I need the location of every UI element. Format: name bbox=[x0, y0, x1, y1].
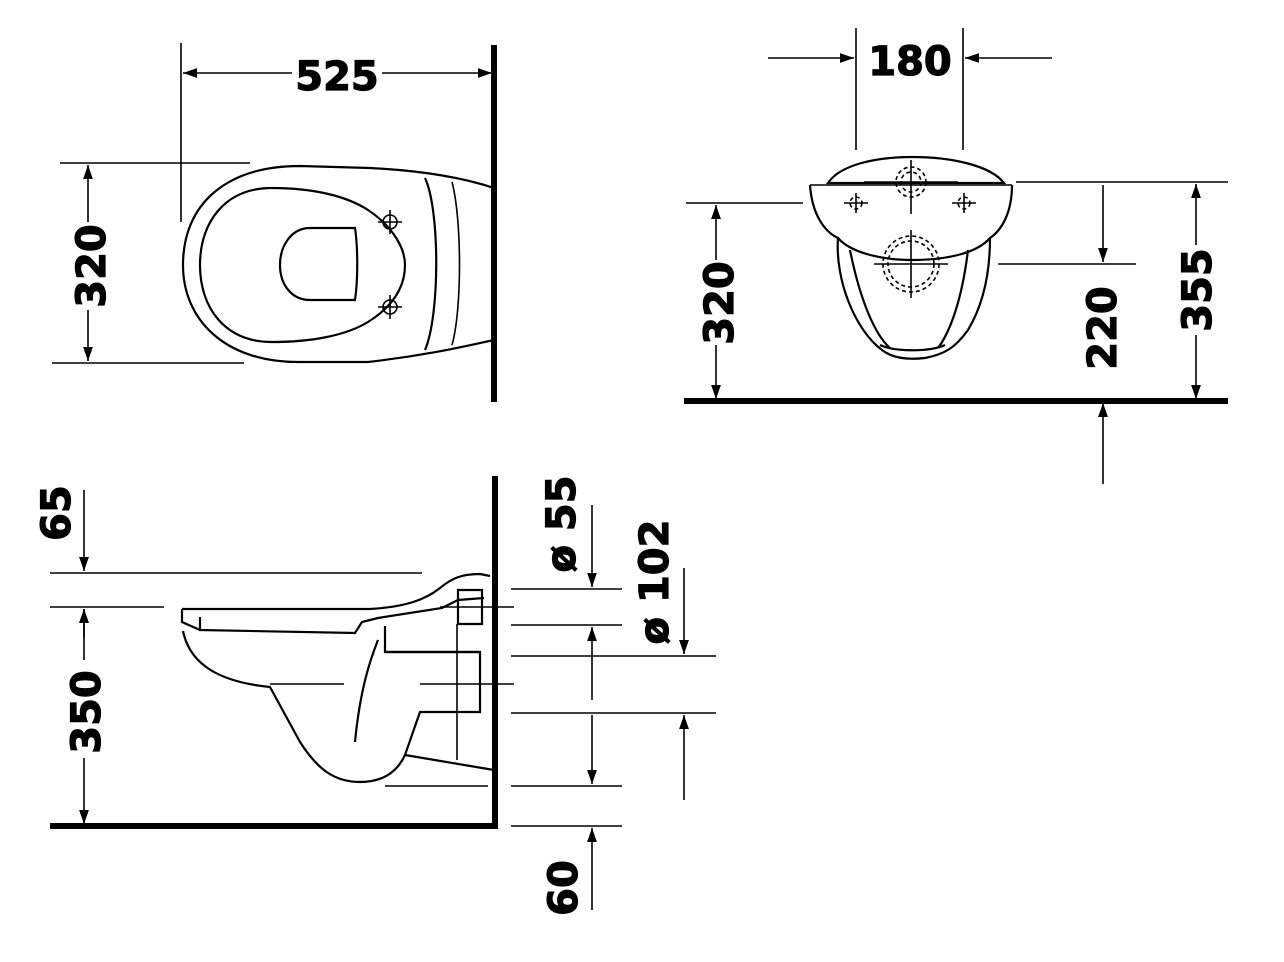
dimension-seat-offset-label: 65 bbox=[34, 485, 80, 541]
top-view-rear-shoulder-2 bbox=[451, 181, 461, 346]
top-view-bowl-opening bbox=[278, 226, 359, 302]
dimension-hole-spacing-label: 180 bbox=[868, 39, 952, 85]
dimension-fixing-height-label: 320 bbox=[697, 261, 743, 345]
dimension-depth-label: 320 bbox=[69, 224, 115, 308]
top-view-fixing-hole-lower bbox=[378, 295, 402, 319]
top-view-fixing-hole-upper bbox=[378, 210, 402, 234]
dimension-width-label: 525 bbox=[295, 54, 379, 100]
dimension-inlet-diameter-label: ø 55 bbox=[539, 475, 585, 572]
dimension-waste-height: 220 bbox=[1079, 185, 1127, 484]
side-view-bowl-outline bbox=[181, 626, 482, 784]
side-view: 65 350 ø 55 ø 102 60 bbox=[33, 475, 716, 916]
dimension-depth: 320 bbox=[68, 165, 116, 361]
dimension-waste-height-label: 220 bbox=[1080, 286, 1126, 370]
front-view-seat bbox=[825, 155, 1007, 185]
side-view-seat bbox=[182, 572, 491, 611]
dimension-overall-height-label: 355 bbox=[1175, 248, 1221, 332]
dimension-outlet-diameter-label: ø 102 bbox=[632, 520, 678, 645]
dimension-outlet-diameter: ø 102 bbox=[631, 519, 689, 800]
top-view-inner-rim bbox=[198, 186, 407, 344]
dimension-width: 525 bbox=[183, 53, 492, 101]
dimension-hole-spacing: 180 bbox=[768, 38, 1052, 86]
top-view-rear-shoulder bbox=[423, 177, 438, 351]
front-view: 180 320 220 355 bbox=[684, 28, 1228, 484]
dimension-seat-offset: 65 bbox=[33, 485, 89, 637]
dimension-rim-height: 350 bbox=[63, 609, 111, 824]
dimension-floor-gap-label: 60 bbox=[541, 860, 587, 916]
dimension-overall-height: 355 bbox=[1174, 184, 1222, 399]
front-view-inner-bowl bbox=[848, 249, 891, 349]
dimension-fixing-height: 320 bbox=[696, 205, 744, 399]
dimension-inlet-diameter: ø 55 bbox=[538, 475, 597, 700]
top-view-bowl-outline bbox=[181, 164, 495, 364]
dimension-floor-gap: 60 bbox=[540, 828, 597, 916]
side-view-inlet bbox=[456, 588, 484, 626]
top-view: 525 320 bbox=[52, 43, 497, 402]
side-view-trap bbox=[353, 639, 380, 743]
dimension-rim-height-label: 350 bbox=[64, 670, 110, 754]
